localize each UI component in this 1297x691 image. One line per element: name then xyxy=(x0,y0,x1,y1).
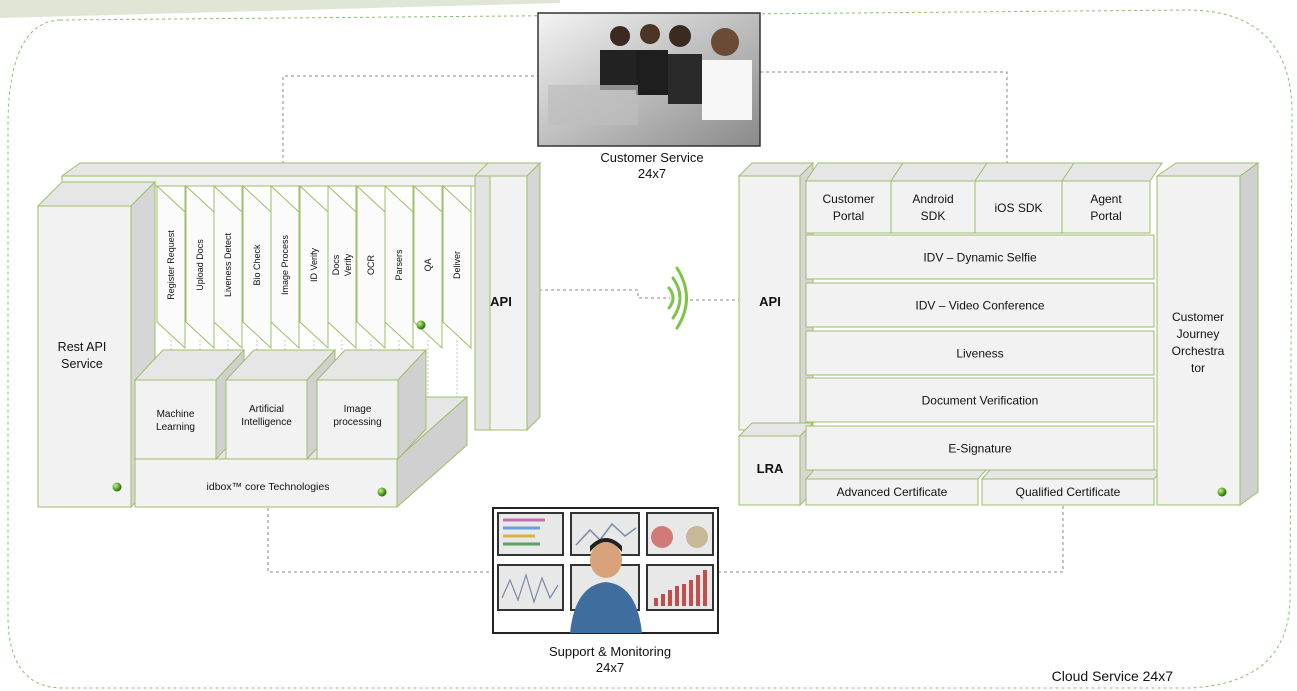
customer-service-label-line1: Customer Service xyxy=(600,150,703,165)
step-label: OCR xyxy=(366,255,376,276)
header-strip xyxy=(0,0,560,18)
channel-box: iOS SDK xyxy=(974,162,1075,234)
certificate-box: Advanced Certificate xyxy=(804,469,988,506)
tech-box-line2: processing xyxy=(333,417,381,428)
service-bar: IDV – Dynamic Selfie xyxy=(805,234,1155,280)
service-label: Liveness xyxy=(956,347,1003,361)
service-bar: Document Verification xyxy=(805,377,1155,423)
orchestrator-status-dot xyxy=(1217,487,1227,497)
tech-box-line2: Intelligence xyxy=(241,417,292,428)
service-label: IDV – Dynamic Selfie xyxy=(923,251,1037,265)
right-api-label: API xyxy=(759,294,781,309)
step-label: Verify xyxy=(343,253,353,276)
channel-label-line2: SDK xyxy=(921,209,946,223)
orchestrator-line3: Orchestra xyxy=(1172,344,1225,358)
tech-box-line1: Image xyxy=(344,404,372,415)
channel-label-line2: Portal xyxy=(833,209,864,223)
rest-api-service-box xyxy=(36,180,157,509)
tech-box: Image processing xyxy=(315,348,428,461)
status-dots xyxy=(112,320,1227,497)
cloud-border xyxy=(7,9,1293,689)
channel-label-line1: Agent xyxy=(1090,192,1122,206)
tech-box-line1: Machine xyxy=(157,409,195,420)
connector-lines xyxy=(267,71,1064,573)
lra-label: LRA xyxy=(757,461,784,476)
tech-box-line1: Artificial xyxy=(249,404,284,415)
step-label: Register Request xyxy=(166,230,176,300)
step-label: Image Process xyxy=(280,234,290,295)
core-status-dot xyxy=(377,487,387,497)
left-api-label: API xyxy=(490,294,512,309)
channel-label-line1: iOS SDK xyxy=(994,201,1042,215)
certificate-label: Qualified Certificate xyxy=(1016,485,1121,499)
service-label: IDV – Video Conference xyxy=(915,299,1045,313)
step-label: Bio Check xyxy=(252,244,262,286)
channel-label-line2: Portal xyxy=(1090,209,1121,223)
rest-api-label-line1: Rest API xyxy=(58,340,107,354)
step-label: Liveness Detect xyxy=(223,232,233,297)
rest-api-status-dot xyxy=(112,482,122,492)
support-monitoring-label-line2: 24x7 xyxy=(596,660,624,675)
step-label: Upload Docs xyxy=(195,239,205,291)
customer-journey-orchestrator-box xyxy=(1155,162,1260,506)
service-bar: E-Signature xyxy=(805,425,1155,471)
support-monitoring-image xyxy=(492,507,719,634)
service-bar: IDV – Video Conference xyxy=(805,282,1155,328)
service-label: E-Signature xyxy=(948,442,1012,456)
channel-label-line1: Android xyxy=(912,192,953,206)
step-label: Docs xyxy=(331,254,341,275)
left-top-slab xyxy=(60,162,542,177)
core-technologies-label: idbox™ core Technologies xyxy=(207,481,330,493)
customer-service-label-line2: 24x7 xyxy=(638,166,666,181)
orchestrator-line1: Customer xyxy=(1172,310,1224,324)
step-panel: Liveness Detect xyxy=(213,184,243,420)
left-api-box xyxy=(473,161,542,432)
rest-api-label-line2: Service xyxy=(61,357,103,371)
step-panel: Deliver xyxy=(442,184,472,420)
support-monitoring-label-line1: Support & Monitoring xyxy=(549,644,671,659)
step-label: Parsers xyxy=(394,249,404,281)
service-label: Document Verification xyxy=(922,394,1039,408)
qa-status-dot xyxy=(416,320,426,330)
orchestrator-line2: Journey xyxy=(1177,327,1220,341)
step-label: QA xyxy=(423,258,433,271)
cloud-service-label: Cloud Service 24x7 xyxy=(1052,668,1174,684)
customer-service-image xyxy=(537,12,761,147)
orchestrator-line4: tor xyxy=(1191,361,1205,375)
step-label: Deliver xyxy=(452,251,462,279)
certificate-label: Advanced Certificate xyxy=(837,485,948,499)
service-bar: Liveness xyxy=(805,330,1155,376)
channel-label-line1: Customer xyxy=(822,192,874,206)
tech-box-line2: Learning xyxy=(156,422,195,433)
step-panel: Parsers xyxy=(384,184,414,420)
wireless-signal-icon xyxy=(667,266,688,330)
certificate-box: Qualified Certificate xyxy=(980,469,1164,506)
step-label: ID Verify xyxy=(309,247,319,282)
step-panel: QA xyxy=(413,184,443,420)
